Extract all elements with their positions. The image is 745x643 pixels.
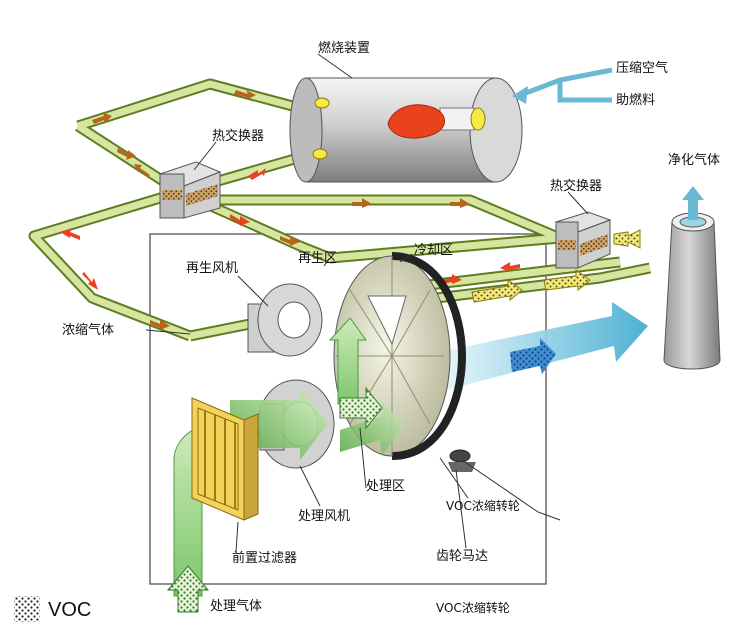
label-regeneration-zone: 再生区 — [298, 251, 337, 266]
label-cooling-zone: 冷却区 — [414, 243, 453, 258]
treated-gas-flow — [166, 317, 404, 613]
labels: 燃烧装置 压缩空气 助燃料 热交换器 热交换器 净化气体 再生风机 再生区 冷却… — [62, 40, 720, 615]
leader-lines — [145, 53, 589, 553]
voc-legend-swatch — [14, 596, 40, 622]
label-treated-gas: 处理气体 — [210, 598, 262, 614]
flame-icon — [387, 104, 445, 139]
voc-legend: VOC — [14, 596, 91, 622]
label-voc-rotor-1: VOC浓缩转轮 — [446, 498, 520, 513]
label-heat-exchanger-right: 热交换器 — [550, 178, 602, 194]
clean-air-outlet-arrow — [440, 302, 648, 390]
label-gear-motor: 齿轮马达 — [436, 549, 488, 564]
voc-legend-label: VOC — [48, 599, 91, 621]
pre-filter — [191, 397, 259, 521]
voc-yellow-flow-arrows — [471, 229, 641, 303]
label-concentrated-gas: 浓缩气体 — [62, 322, 114, 338]
heat-exchanger-left — [158, 161, 222, 219]
label-combustion-device: 燃烧装置 — [318, 40, 370, 56]
purified-gas-stack — [663, 186, 721, 370]
label-treatment-zone: 处理区 — [366, 479, 405, 494]
heat-exchanger-right — [554, 211, 612, 269]
label-voc-rotor-2: VOC浓缩转轮 — [436, 600, 510, 615]
label-heat-exchanger-left: 热交换器 — [212, 128, 264, 144]
label-pre-filter: 前置过滤器 — [232, 550, 297, 566]
pipe-flow-arrows — [60, 90, 520, 330]
system-enclosure-frame — [149, 233, 547, 585]
label-auxiliary-fuel: 助燃料 — [616, 92, 655, 108]
compressed-air-inlet — [512, 67, 613, 104]
label-compressed-air: 压缩空气 — [616, 60, 668, 76]
label-treatment-fan: 处理风机 — [298, 509, 350, 524]
label-regeneration-fan: 再生风机 — [186, 261, 238, 276]
regeneration-fan — [247, 283, 323, 357]
label-purified-gas: 净化气体 — [668, 152, 720, 168]
combustion-device — [289, 77, 523, 183]
